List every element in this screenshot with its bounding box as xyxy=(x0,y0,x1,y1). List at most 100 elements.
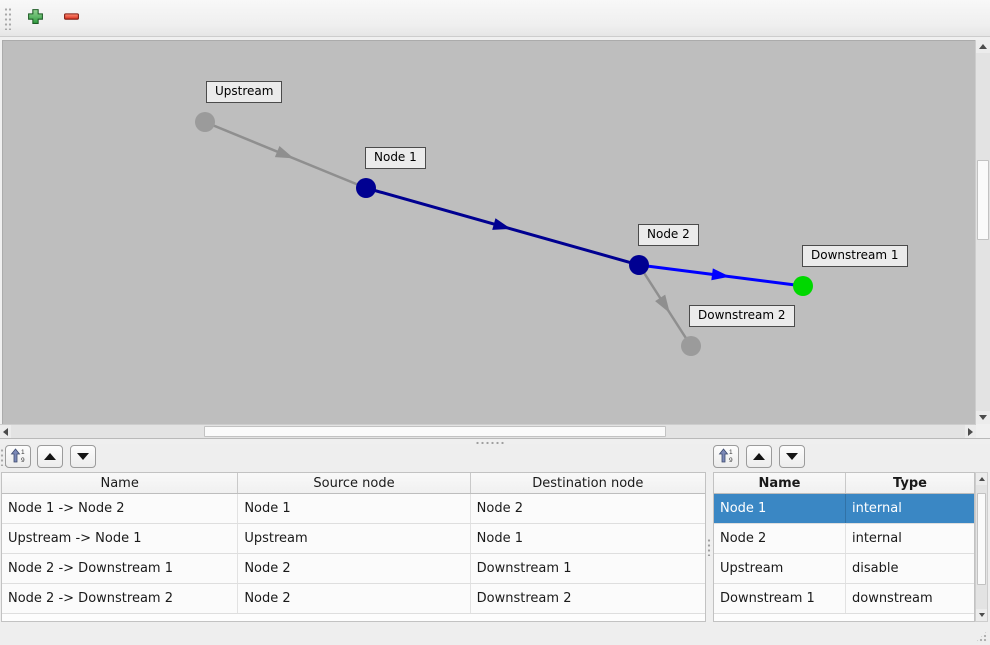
node-label[interactable]: Node 1 xyxy=(365,147,426,169)
lower-toolbar-drag-handle[interactable] xyxy=(0,448,6,466)
graph-edge[interactable] xyxy=(638,263,804,288)
graph-edge[interactable] xyxy=(204,120,367,190)
cell-source: Upstream xyxy=(238,524,471,553)
graph-node-node-1[interactable] xyxy=(356,178,376,198)
graph-node-node-2[interactable] xyxy=(629,255,649,275)
edge-arrow-icon xyxy=(492,218,512,230)
horizontal-splitter[interactable] xyxy=(0,438,990,444)
node-label[interactable]: Node 2 xyxy=(638,224,699,246)
sort-ascending-icon: 1 9 xyxy=(718,447,735,467)
splitter-grip-icon xyxy=(475,441,505,444)
cell-name: Node 1 -> Node 2 xyxy=(2,494,239,523)
move-down-icon xyxy=(786,453,798,460)
cell-type: downstream xyxy=(851,591,933,606)
toolbar-drag-handle[interactable] xyxy=(3,6,11,30)
move-up-icon xyxy=(44,453,56,460)
cell-source: Node 2 xyxy=(238,554,471,583)
edge-arrow-icon xyxy=(274,146,294,159)
svg-text:1: 1 xyxy=(21,449,25,456)
node-table-scrollbar[interactable] xyxy=(975,472,988,622)
add-node-button[interactable] xyxy=(21,4,49,32)
graph-edge[interactable] xyxy=(637,264,693,347)
node-label[interactable]: Downstream 1 xyxy=(802,245,908,267)
column-header-type[interactable]: Type xyxy=(893,475,927,491)
scroll-up-button[interactable] xyxy=(976,40,990,53)
scroll-right-button[interactable] xyxy=(965,425,976,438)
cell-destination: Downstream 1 xyxy=(476,561,572,576)
empty-row xyxy=(2,614,705,621)
canvas-vertical-scrollbar[interactable] xyxy=(975,40,990,424)
move-up-icon xyxy=(753,453,765,460)
vertical-splitter[interactable] xyxy=(706,472,713,622)
node-label[interactable]: Upstream xyxy=(206,81,283,103)
empty-row xyxy=(714,614,974,621)
svg-text:9: 9 xyxy=(729,457,733,464)
arrow-right-icon xyxy=(968,427,973,436)
cell-name: Downstream 1 xyxy=(714,584,846,613)
sort-ascending-icon: 1 9 xyxy=(10,447,27,467)
edge-move-up-button[interactable] xyxy=(37,445,63,468)
main-toolbar xyxy=(0,0,990,37)
vertical-scrollbar-thumb[interactable] xyxy=(977,160,989,240)
graph-node-downstream-1[interactable] xyxy=(793,276,813,296)
splitter-grip-icon xyxy=(707,538,712,556)
remove-node-button[interactable] xyxy=(57,4,85,32)
move-down-icon xyxy=(77,453,89,460)
arrow-down-icon xyxy=(979,415,987,420)
table-row[interactable]: Node 2 internal xyxy=(714,524,974,554)
cell-type: internal xyxy=(851,531,902,546)
column-header-source-node[interactable]: Source node xyxy=(238,473,471,493)
edge-arrow-icon xyxy=(655,294,670,314)
cell-source: Node 1 xyxy=(238,494,471,523)
graph-node-upstream[interactable] xyxy=(195,112,215,132)
cell-source: Node 2 xyxy=(238,584,471,613)
arrow-left-icon xyxy=(3,427,8,436)
edge-arrow-icon xyxy=(711,268,730,281)
edge-sort-button[interactable]: 1 9 xyxy=(5,445,31,468)
svg-text:1: 1 xyxy=(729,449,733,456)
scroll-up-button[interactable] xyxy=(976,473,987,485)
column-header-destination-node[interactable]: Destination node xyxy=(532,475,644,491)
column-header-name[interactable]: Name xyxy=(2,473,239,493)
graph-edge[interactable] xyxy=(365,186,640,267)
scroll-down-button[interactable] xyxy=(976,609,987,621)
graph-node-downstream-2[interactable] xyxy=(681,336,701,356)
column-header-name[interactable]: Name xyxy=(714,473,846,493)
cell-destination: Downstream 2 xyxy=(476,591,572,606)
window-resize-grip[interactable] xyxy=(975,630,988,643)
table-header-row: Name Type xyxy=(714,473,974,494)
canvas-horizontal-scrollbar[interactable] xyxy=(0,424,976,438)
node-move-up-button[interactable] xyxy=(746,445,772,468)
node-sort-button[interactable]: 1 9 xyxy=(713,445,739,468)
node-move-down-button[interactable] xyxy=(779,445,805,468)
cell-name: Node 2 xyxy=(714,524,846,553)
svg-text:9: 9 xyxy=(21,457,25,464)
cell-name: Node 2 -> Downstream 2 xyxy=(2,584,239,613)
scroll-down-button[interactable] xyxy=(976,411,990,424)
cell-destination: Node 1 xyxy=(476,531,524,546)
cell-type: disable xyxy=(851,561,899,576)
node-label[interactable]: Downstream 2 xyxy=(689,305,795,327)
edge-move-down-button[interactable] xyxy=(70,445,96,468)
arrow-up-icon xyxy=(978,477,985,481)
horizontal-scrollbar-thumb[interactable] xyxy=(204,426,666,437)
scroll-left-button[interactable] xyxy=(0,425,11,438)
arrow-up-icon xyxy=(979,44,987,49)
vertical-scrollbar-thumb[interactable] xyxy=(977,493,986,585)
table-row[interactable]: Downstream 1 downstream xyxy=(714,584,974,614)
remove-minus-icon xyxy=(63,8,80,28)
cell-type: internal xyxy=(851,501,902,516)
add-plus-icon xyxy=(27,8,44,28)
